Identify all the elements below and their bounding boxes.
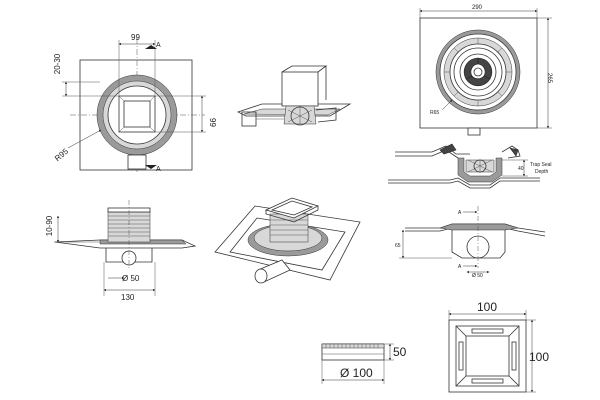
- section-marker-bottom: A: [156, 166, 161, 173]
- outlet-section-view: A A 65 Ø 50: [395, 206, 546, 279]
- plan-view-top-left: 99 A A 99 20-30 R95: [53, 33, 217, 173]
- dim-grate-plan-height: 100: [529, 350, 549, 364]
- dim-top-width: 99: [131, 33, 140, 42]
- dim-trap-40: 40: [518, 166, 524, 172]
- section-marker-a-bottom: A: [458, 264, 462, 270]
- trap-section-view: 40 Trap Seal Depth: [388, 143, 552, 189]
- trap-depth-label: Depth: [535, 169, 549, 175]
- dim-outlet-dia: Ø 50: [122, 274, 140, 283]
- plan-view-large: 290 265 R65: [419, 5, 552, 136]
- dim-grate-height: 50: [393, 345, 407, 359]
- dim-radius: R95: [53, 146, 70, 163]
- section-marker-a-top: A: [458, 210, 462, 216]
- iso-view-top-middle: [236, 65, 352, 127]
- dim-plan-height: 265: [546, 73, 552, 84]
- dim-height-65: 65: [395, 243, 401, 249]
- iso-view-centre: [214, 197, 361, 284]
- section-marker-top: A: [156, 42, 161, 49]
- dim-base-width: 130: [121, 293, 135, 302]
- grate-side-view: 50 Ø 100: [321, 343, 407, 384]
- trap-seal-label: Trap Seal: [530, 162, 552, 168]
- dim-grate-diameter: Ø 100: [340, 366, 373, 380]
- dim-grate-width: 100: [477, 300, 497, 314]
- dim-side-height: 99: [208, 118, 217, 127]
- grate-plan-view: 100 100: [448, 300, 549, 393]
- dim-plan-width: 290: [472, 5, 483, 11]
- side-elevation-view: 10-90 Ø 50 130: [45, 200, 197, 302]
- dim-outlet-dia-2: Ø 50: [472, 273, 483, 279]
- dim-upstand: 20-30: [53, 53, 62, 74]
- dim-height-range: 10-90: [45, 215, 54, 236]
- dim-plan-radius: R65: [430, 110, 439, 116]
